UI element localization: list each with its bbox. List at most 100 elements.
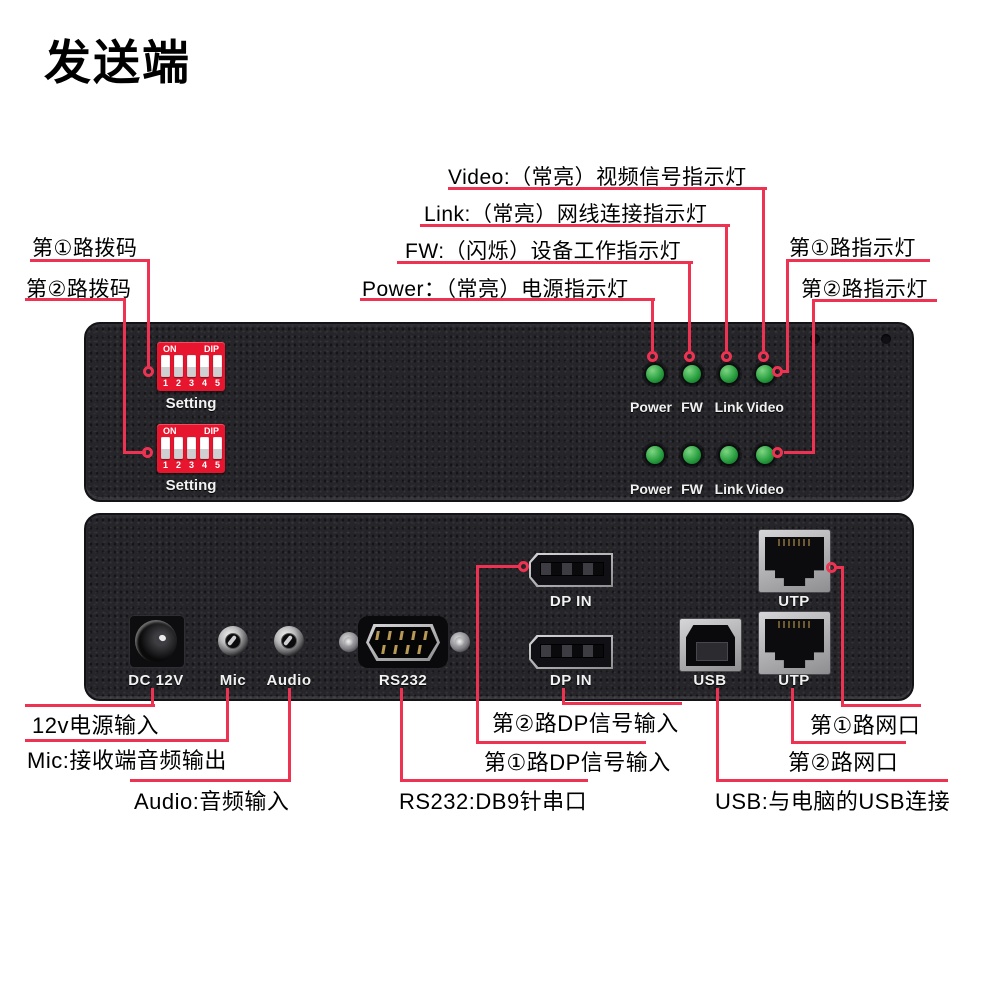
dip2-num-3: 3 (188, 460, 194, 470)
annotation-line (130, 779, 291, 782)
utp-port-1 (758, 529, 831, 593)
led-label-fw-1: FW (681, 399, 703, 415)
annotation-line (688, 261, 691, 351)
annotation-line (476, 741, 646, 744)
annotation-line (725, 224, 728, 351)
utp-port-2 (758, 611, 831, 675)
annotation-line (812, 299, 815, 452)
annotation-line (448, 187, 767, 190)
dip1-slider-3 (187, 355, 196, 377)
annotation-line (716, 688, 719, 779)
led-power-1 (644, 363, 666, 385)
rs232-db9-connector (358, 616, 448, 668)
annotation-line (476, 565, 479, 741)
dip1-num-5: 5 (214, 378, 220, 388)
annotation-line (25, 739, 229, 742)
annotation-endpoint (758, 351, 769, 362)
annotation-endpoint (772, 447, 783, 458)
dip2-num-4: 4 (201, 460, 207, 470)
led-label-power-1: Power (629, 399, 673, 415)
annotation-line (400, 779, 588, 782)
annotation-line (716, 779, 948, 782)
led-fw-2 (681, 444, 703, 466)
annotation-rs232: RS232:DB9针串口 (399, 789, 588, 814)
rs232-screw-stud (455, 637, 464, 646)
led-label-video-1: Video (746, 399, 784, 415)
annotation-line (420, 224, 730, 227)
annotation-line (791, 741, 906, 744)
dip2-num-5: 5 (214, 460, 220, 470)
led-label-link-1: Link (714, 399, 744, 415)
dip1-num-2: 2 (175, 378, 181, 388)
usb-port-label: USB (693, 672, 727, 689)
annotation-endpoint (647, 351, 658, 362)
dip1-setting-label: Setting (165, 395, 217, 412)
rear-panel: DC 12V Mic Audio (84, 513, 914, 701)
dc-port-label: DC 12V (128, 672, 184, 689)
annotation-line (841, 704, 921, 707)
rs232-screw-stud (344, 637, 353, 646)
annotation-line (288, 688, 291, 779)
dip2-slider-1 (161, 437, 170, 459)
led-label-fw-2: FW (681, 481, 703, 497)
annotation-utp1: 第①路网口 (810, 713, 921, 738)
annotation-line (147, 259, 150, 369)
annotation-line (812, 299, 937, 302)
dip-switch-1: ON DIP 1 2 3 4 5 (157, 342, 225, 391)
mic-jack (218, 626, 248, 656)
annotation-line (562, 688, 565, 702)
annotation-line (651, 298, 654, 351)
annotation-endpoint (142, 447, 153, 458)
annotation-video: Video:（常亮）视频信号指示灯 (448, 166, 747, 189)
annotation-fw: FW:（闪烁）设备工作指示灯 (405, 240, 682, 263)
annotation-line (25, 704, 155, 707)
dc-jack-barrel (135, 620, 177, 662)
annotation-endpoint (721, 351, 732, 362)
led-label-power-2: Power (629, 481, 673, 497)
annotation-dp2: 第②路DP信号输入 (492, 711, 679, 736)
annotation-ch2-indicator: 第②路指示灯 (801, 278, 928, 301)
dip1-num-4: 4 (201, 378, 207, 388)
annotation-mic: Mic:接收端音频输出 (27, 748, 227, 773)
led-fw-1 (681, 363, 703, 385)
usb-b-tongue (696, 642, 728, 661)
led-label-video-2: Video (746, 481, 784, 497)
dp2-port-label: DP IN (549, 672, 593, 689)
annotation-line (791, 688, 794, 741)
dp-port-1-slot (540, 562, 604, 576)
dip1-slider-2 (174, 355, 183, 377)
annotation-line (836, 566, 844, 569)
dip1-on-label: ON (163, 344, 177, 354)
dip1-dip-label: DIP (203, 344, 219, 354)
utp-port-2-pins (778, 621, 813, 628)
dp-port-2-slot (540, 644, 604, 658)
dip1-num-1: 1 (162, 378, 168, 388)
annotation-line (478, 565, 520, 568)
front-panel: ON DIP 1 2 3 4 5 Setting ON DIP (84, 322, 914, 502)
annotation-line (360, 298, 655, 301)
dip2-num-2: 2 (175, 460, 181, 470)
dc-power-jack (129, 615, 185, 668)
annotation-audio: Audio:音频输入 (134, 789, 290, 814)
annotation-usb: USB:与电脑的USB连接 (715, 789, 951, 814)
usb-b-port (679, 618, 742, 672)
annotation-line (784, 451, 815, 454)
annotation-line (762, 187, 765, 351)
utp2-port-label: UTP (778, 672, 810, 689)
annotation-ch1-dip: 第①路拨码 (32, 237, 138, 260)
dip1-slider-5 (213, 355, 222, 377)
page-title: 发送端 (44, 36, 191, 89)
screw-hole (810, 334, 820, 344)
led-link-1 (718, 363, 740, 385)
annotation-line (123, 298, 126, 454)
annotation-line (786, 259, 789, 371)
annotation-line (781, 370, 789, 373)
dip2-slider-3 (187, 437, 196, 459)
dp1-port-label: DP IN (549, 593, 593, 610)
dip1-num-3: 3 (188, 378, 194, 388)
led-power-2 (644, 444, 666, 466)
annotation-endpoint (772, 366, 783, 377)
annotation-line (841, 566, 844, 704)
dp-port-2 (529, 635, 613, 669)
dip1-slider-1 (161, 355, 170, 377)
